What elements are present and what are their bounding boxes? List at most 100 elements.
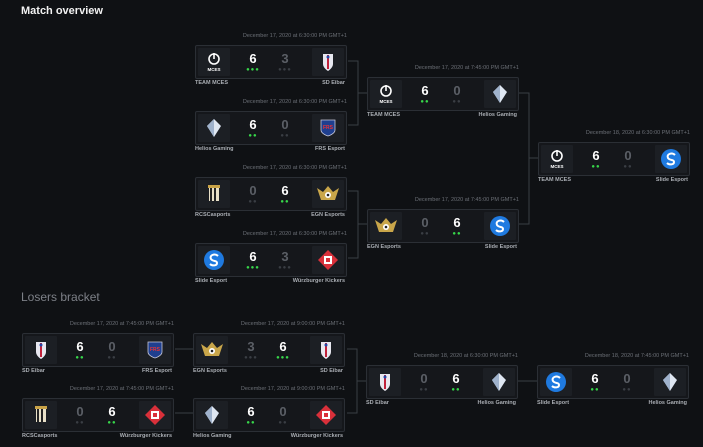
mces-logo: MCES (541, 145, 573, 173)
team1-name[interactable]: Slide Esport (195, 278, 228, 284)
helios-logo (196, 401, 228, 429)
match-box[interactable]: 0●●6●● (195, 177, 347, 211)
svg-text:MCES: MCES (207, 67, 220, 72)
team1-map-dots: ●● (591, 164, 601, 170)
team1-name[interactable]: TEAM MCES (195, 80, 228, 86)
team2-score-value: 0 (453, 83, 461, 98)
helios-logo (484, 80, 516, 108)
match-box[interactable]: 6●●0●●FRS (22, 333, 174, 367)
match-box[interactable]: 6●●●3●●● (195, 243, 347, 277)
team2-map-dots: ●● (280, 199, 290, 205)
team1-name[interactable]: Slide Esport (537, 400, 570, 406)
team1-map-dots: ●● (419, 387, 429, 393)
match-card[interactable]: December 17, 2020 at 7:45:00 PM GMT+1 0●●… (367, 197, 519, 253)
wurzburger-logo (312, 246, 344, 274)
team1-name[interactable]: EGN Esports (367, 244, 401, 250)
team1-name[interactable]: Helios Gaming (193, 433, 232, 439)
team2-name[interactable]: SD Eibar (320, 368, 343, 374)
team2-name[interactable]: Helios Gaming (478, 112, 517, 118)
team2-score-value: 0 (623, 371, 631, 386)
team1-map-dots: ●● (590, 387, 600, 393)
match-box[interactable]: 3●●●6●●● (193, 333, 345, 367)
team2-name[interactable]: Helios Gaming (477, 400, 516, 406)
mces-logo: MCES (198, 48, 230, 76)
team2-name[interactable]: FRS Esport (142, 368, 172, 374)
team1-name[interactable]: SD Eibar (22, 368, 45, 374)
team2-name[interactable]: Würzburger Kickers (290, 433, 343, 439)
match-date: December 17, 2020 at 7:45:00 PM GMT+1 (414, 197, 519, 203)
team2-name[interactable]: Slide Esport (655, 177, 688, 183)
team1-name[interactable]: SD Eibar (366, 400, 389, 406)
match-box[interactable]: 6●●0●● (537, 365, 689, 399)
team2-score-value: 6 (281, 183, 289, 198)
team2-name[interactable]: EGN Esports (311, 212, 345, 218)
slide-logo (540, 368, 572, 396)
team1-score-value: 6 (76, 339, 84, 354)
team1-name[interactable]: RCSCasports (195, 212, 231, 218)
team2-score-value: 6 (279, 339, 287, 354)
team1-map-dots: ●●● (246, 265, 260, 271)
helios-logo (483, 368, 515, 396)
match-box[interactable]: 0●●6●● (366, 365, 518, 399)
team1-name[interactable]: EGN Esports (193, 368, 227, 374)
team2-name[interactable]: FRS Esport (315, 146, 345, 152)
match-box[interactable]: 0●●6●● (367, 209, 519, 243)
team1-score: 6●●● (240, 48, 266, 76)
team1-name[interactable]: TEAM MCES (367, 112, 400, 118)
eibar-logo (312, 48, 344, 76)
match-box[interactable]: 6●●0●● (193, 398, 345, 432)
team1-name[interactable]: Helios Gaming (195, 146, 234, 152)
match-date: December 18, 2020 at 6:30:00 PM GMT+1 (413, 353, 518, 359)
egn-logo (196, 336, 228, 364)
team1-name[interactable]: TEAM MCES (538, 177, 571, 183)
team2-name[interactable]: Slide Esport (484, 244, 517, 250)
team2-score-value: 6 (452, 371, 460, 386)
team2-score: 0●● (615, 145, 641, 173)
eibar-logo (25, 336, 57, 364)
slide-logo (484, 212, 516, 240)
team2-map-dots: ●● (452, 99, 462, 105)
helios-logo (654, 368, 686, 396)
match-date: December 17, 2020 at 6:30:00 PM GMT+1 (242, 165, 347, 171)
mces-logo: MCES (370, 80, 402, 108)
team2-name[interactable]: SD Eibar (322, 80, 345, 86)
team1-score-value: 6 (249, 117, 257, 132)
match-box[interactable]: 6●●0●●FRS (195, 111, 347, 145)
team2-score: 0●● (272, 114, 298, 142)
svg-text:FRS: FRS (150, 347, 161, 353)
team1-name[interactable]: RCSCasports (22, 433, 58, 439)
frs-logo: FRS (139, 336, 171, 364)
team2-name[interactable]: Würzburger Kickers (292, 278, 345, 284)
team2-name[interactable]: Würzburger Kickers (119, 433, 172, 439)
team1-score-value: 0 (249, 183, 257, 198)
team2-score-value: 3 (281, 51, 289, 66)
losers-bracket-title: Losers bracket (21, 290, 100, 304)
team1-score-value: 6 (591, 371, 599, 386)
team2-map-dots: ●● (107, 355, 117, 361)
page-title: Match overview (21, 5, 103, 17)
team1-map-dots: ●● (248, 199, 258, 205)
team1-score: 3●●● (238, 336, 264, 364)
slide-logo (655, 145, 687, 173)
match-box[interactable]: 0●●6●● (22, 398, 174, 432)
team2-map-dots: ●● (107, 420, 117, 426)
team1-map-dots: ●● (420, 231, 430, 237)
team2-name[interactable]: Helios Gaming (648, 400, 687, 406)
team2-score-value: 6 (108, 404, 116, 419)
